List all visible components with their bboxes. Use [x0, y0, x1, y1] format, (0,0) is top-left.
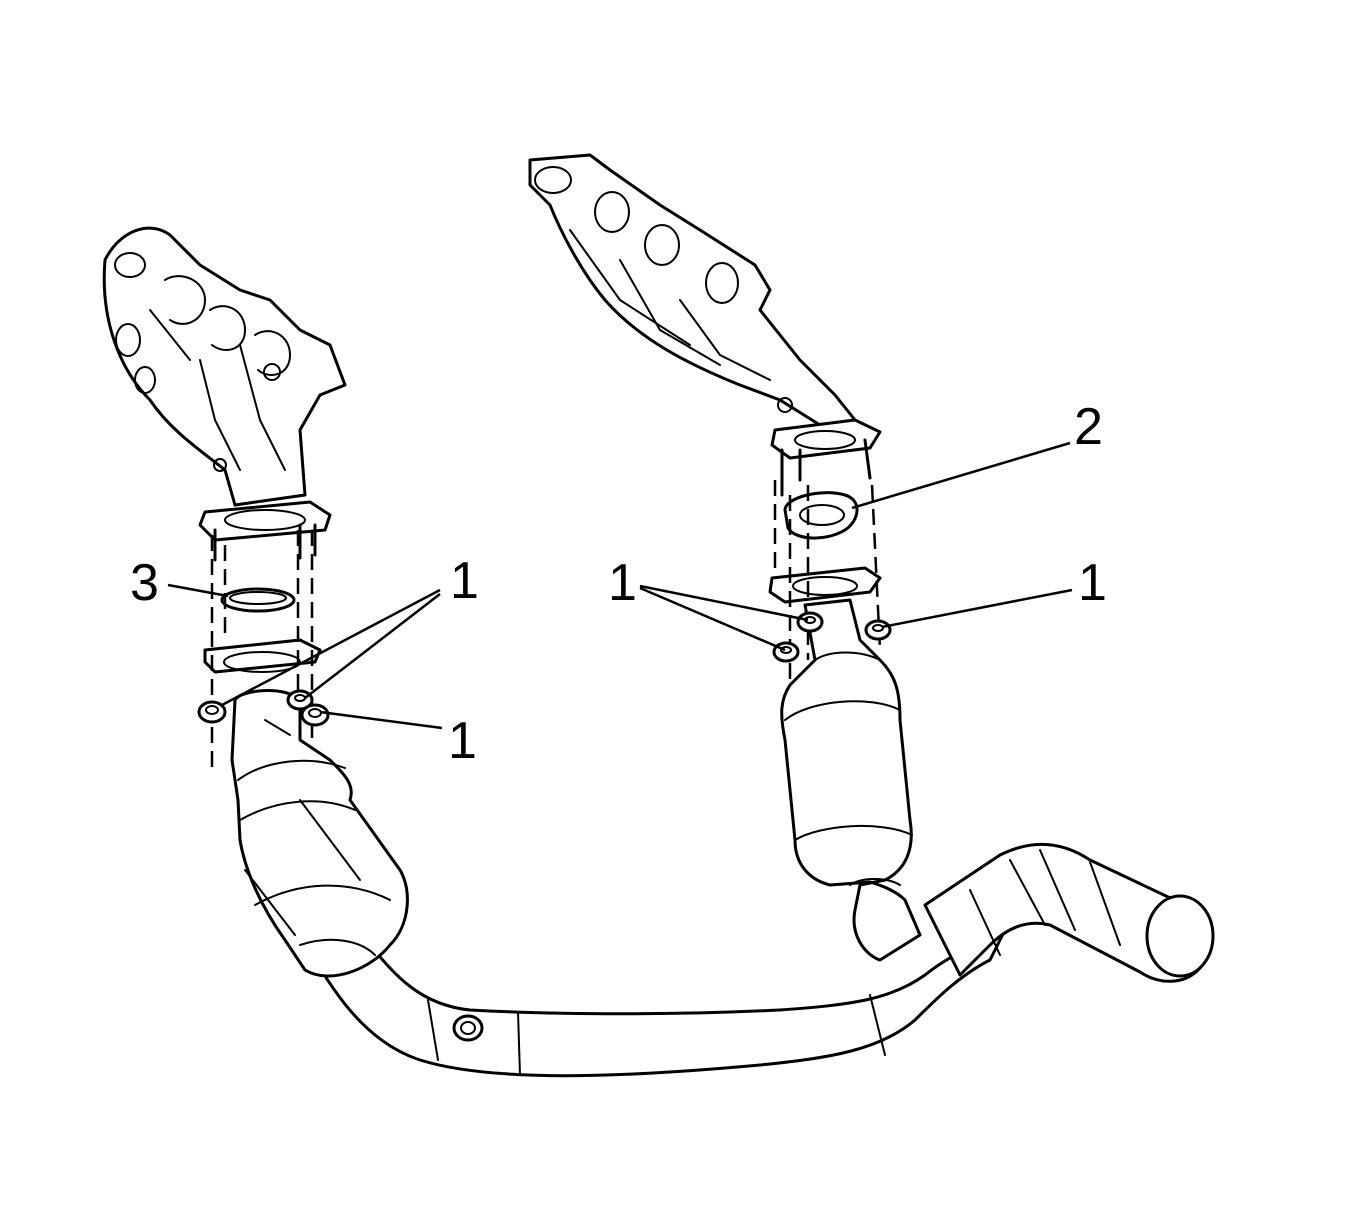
left-exhaust-manifold: [102, 226, 347, 507]
crossover-pipe: [298, 928, 1007, 1078]
callout-1-left-upper: 1: [450, 552, 479, 610]
callout-labels: 3 1 1 1 1 2: [130, 398, 1107, 770]
callout-2: 2: [1074, 398, 1103, 456]
leader-lines: [167, 441, 1073, 730]
nut-left-3: [300, 703, 330, 727]
right-converter-flange: [768, 566, 882, 604]
left-flange-nuts: [197, 689, 330, 727]
callout-1-right-left: 1: [608, 554, 637, 612]
right-catalytic-converter: [780, 598, 922, 962]
left-converter-flange: [203, 638, 322, 674]
left-manifold-flange: [198, 500, 332, 562]
left-flange-gasket: [220, 587, 296, 613]
left-catalytic-converter: [230, 689, 409, 978]
nut-left-1: [197, 700, 227, 724]
oxygen-sensor-boss: [452, 1014, 484, 1042]
callout-3: 3: [130, 554, 159, 612]
right-manifold-flange: [770, 418, 882, 497]
outlet-pipe: [923, 842, 1215, 983]
right-exhaust-manifold: [528, 153, 857, 427]
callout-1-right-right: 1: [1078, 554, 1107, 612]
right-flange-gasket: [783, 491, 859, 540]
callout-1-left-lower: 1: [448, 712, 477, 770]
